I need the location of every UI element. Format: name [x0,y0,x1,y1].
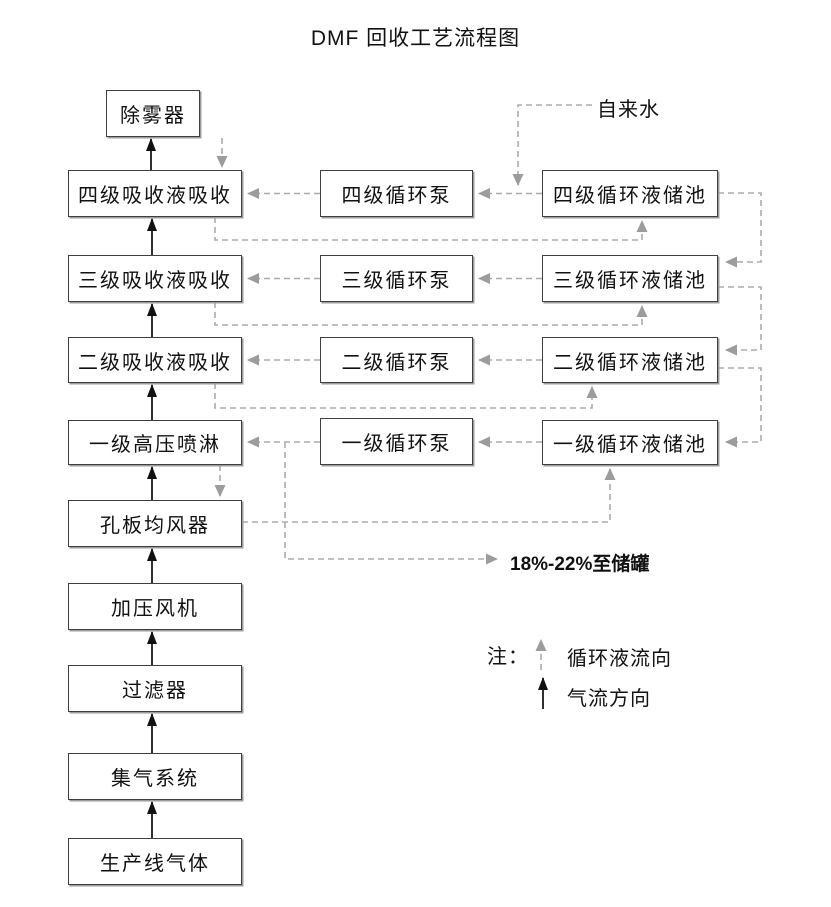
node-label: 四级循环泵 [341,185,452,207]
node-label: 一级循环液储池 [553,434,707,456]
node-pump2: 二级循环泵 [320,337,473,383]
node-pool2: 二级循环液储池 [542,337,718,383]
node-label: 集气系统 [111,768,199,790]
legend-gas-label: 气流方向 [567,688,651,710]
node-label: 二级循环液储池 [553,351,707,374]
node-pump1: 一级循环泵 [320,418,473,465]
node-label: 二级吸收液吸收 [78,351,232,374]
node-label: 三级循环液储池 [553,270,707,292]
node-pump3: 三级循环泵 [320,255,473,302]
node-label: 除雾器 [120,105,186,127]
node-label: 二级循环泵 [341,351,452,374]
node-label: 四级循环液储池 [553,185,707,207]
node-label: 四级吸收液吸收 [78,185,232,207]
node-absorber3: 三级吸收液吸收 [68,255,242,302]
node-absorber4: 四级吸收液吸收 [68,170,242,217]
gas-flow-arrows [146,138,157,838]
node-demister: 除雾器 [106,90,200,137]
node-gas-collect: 集气系统 [68,753,242,800]
liquid-flow-arrows [214,104,762,670]
node-fan: 加压风机 [68,583,242,630]
diagram-title: DMF 回收工艺流程图 [310,27,521,50]
node-filter: 过滤器 [68,665,242,712]
node-pool4: 四级循环液储池 [542,170,718,217]
node-label: 生产线气体 [100,853,210,875]
node-label: 过滤器 [122,680,188,702]
node-spray1: 一级高压喷淋 [68,420,242,465]
legend-liquid-label: 循环液流向 [567,648,672,670]
node-pump4: 四级循环泵 [320,170,473,217]
legend-note: 注： [487,646,529,668]
node-label: 三级循环泵 [341,270,452,292]
node-label: 加压风机 [111,598,199,620]
node-orifice: 孔板均风器 [68,500,242,547]
node-label: 孔板均风器 [100,515,210,537]
node-pool1: 一级循环液储池 [542,420,718,465]
tap-water-label: 自来水 [597,99,660,121]
node-label: 一级循环泵 [341,433,452,455]
to-tank-label: 18%-22%至储罐 [510,554,650,575]
node-label: 三级吸收液吸收 [78,270,232,292]
node-pool3: 三级循环液储池 [542,255,718,302]
node-prod-gas: 生产线气体 [68,838,242,885]
node-absorber2: 二级吸收液吸收 [68,337,242,383]
node-label: 一级高压喷淋 [89,434,221,456]
